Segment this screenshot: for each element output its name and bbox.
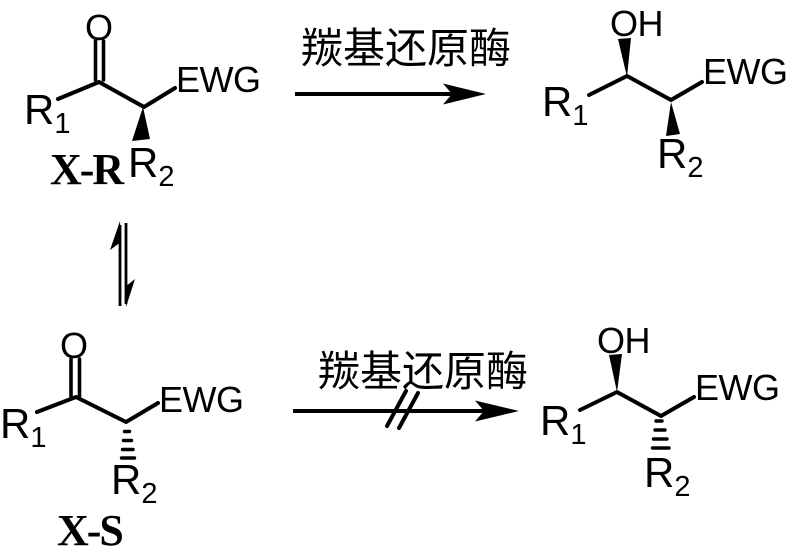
xs-r2-hash-wedge-bond [119, 429, 137, 460]
xs-skeleton-bond [35, 395, 160, 424]
alcohol-top-ewg-label: EWG [703, 51, 788, 92]
alcohol-bottom-bonds [578, 354, 696, 450]
xs-r1-label: R1 [0, 400, 47, 454]
alcohol-bottom-skeleton-bond [578, 390, 696, 418]
xr-r1-label: R1 [24, 86, 71, 140]
equilibrium-arrows [110, 221, 135, 307]
xs-ewg-label: EWG [159, 379, 244, 420]
alcohol-bottom-r2-hash-wedge-bond [650, 419, 671, 450]
xr-r2-wedge-bond [132, 107, 150, 141]
alcohol-top-r2-label: R2 [657, 130, 704, 184]
xs-carbonyl-o-label: O [60, 325, 88, 366]
bottom-enzyme-label: 羰基还原酶 [317, 347, 528, 396]
xr-carbonyl-o-label: O [85, 7, 113, 48]
xs-isomer-name: X-S [57, 506, 124, 555]
alcohol-bottom-r1-label: R1 [540, 397, 587, 451]
equilibrium-up-barb [110, 221, 121, 250]
top-reaction-arrow [295, 83, 486, 105]
alcohol-top-oh-wedge-bond [618, 38, 631, 77]
alcohol-top-oh-label: OH [610, 3, 664, 44]
alcohol-bottom-ewg-label: EWG [695, 367, 780, 408]
alcohol-top-r2-wedge-bond [666, 102, 680, 136]
alcohol-top-r1-label: R1 [542, 78, 589, 132]
no-reaction-slashes [385, 389, 420, 430]
xr-isomer-name: X-R [50, 145, 124, 194]
xr-r2-label: R2 [128, 139, 175, 193]
alcohol-bottom-r2-label: R2 [644, 449, 691, 503]
ketone-xs-bonds [35, 357, 160, 460]
equilibrium-down-barb [125, 279, 135, 307]
xr-ewg-label: EWG [176, 59, 261, 100]
top-arrow-head [443, 83, 486, 105]
xr-skeleton-bond [56, 80, 177, 109]
xs-r2-label: R2 [111, 456, 158, 510]
bottom-arrow-head [475, 400, 519, 422]
alcohol-bottom-oh-wedge-bond [609, 354, 622, 392]
top-enzyme-label: 羰基还原酶 [300, 24, 511, 73]
alcohol-top-skeleton-bond [587, 74, 704, 102]
ketone-xr-bonds [56, 39, 177, 141]
alcohol-top-bonds [587, 38, 704, 136]
bottom-reaction-arrow [293, 389, 519, 430]
alcohol-bottom-oh-label: OH [597, 320, 651, 361]
